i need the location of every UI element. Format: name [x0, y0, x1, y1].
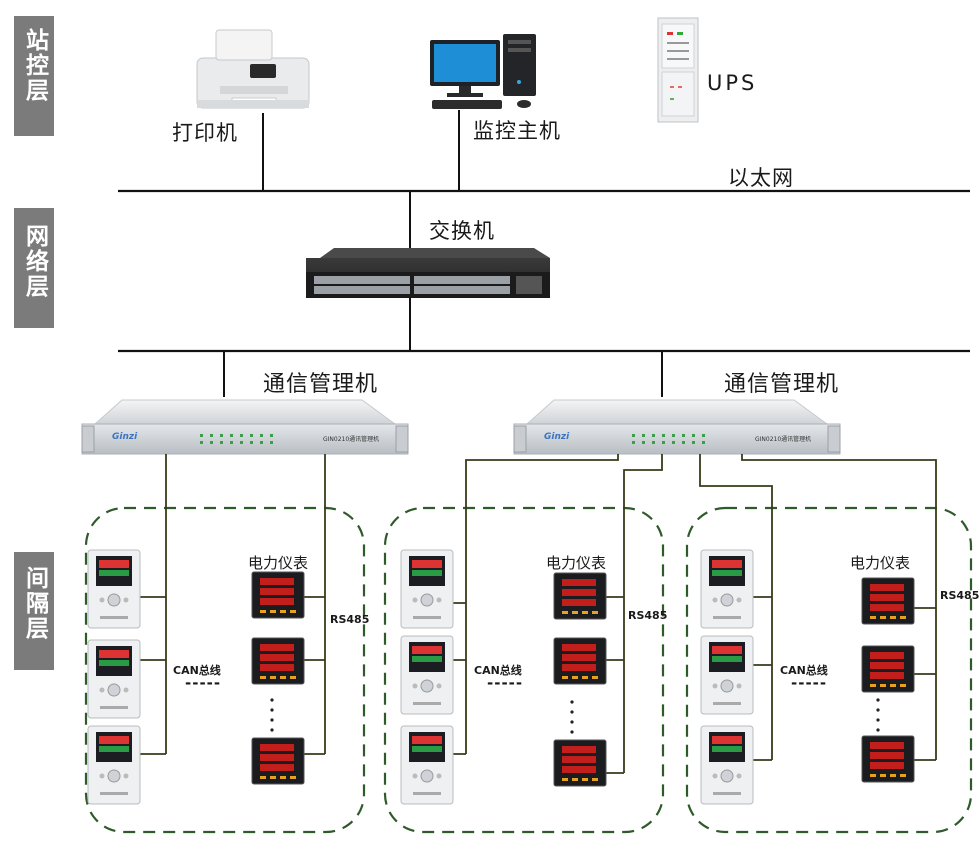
comm-manager-1-label: 通信管理机: [263, 372, 379, 397]
ethernet-label: 以太网: [728, 166, 794, 190]
bay-group-3-border: [685, 506, 973, 834]
ups-label: UPS: [707, 71, 758, 95]
comm-manager-1-icon: [81, 399, 409, 455]
comm-manager-1-model: GIN0210通讯管理机: [323, 436, 380, 443]
group-3-wiring: [699, 454, 937, 761]
protection-relay-icon: [87, 725, 141, 805]
power-meter-icon: [251, 571, 305, 619]
group-1-can-label: CAN总线: [173, 664, 221, 677]
monitor-host-icon: [430, 34, 536, 109]
group-1-wiring: [140, 454, 326, 755]
printer-label: 打印机: [172, 121, 238, 145]
monitor-host-label: 监控主机: [473, 119, 561, 143]
power-meter-icon: [553, 572, 607, 620]
protection-relay-icon: [400, 725, 454, 805]
group-3-rs485-label: RS485: [940, 589, 980, 602]
comm-manager-1-brand: Ginzi: [112, 432, 138, 442]
power-meter-icon: [251, 637, 305, 685]
group-1-meter-label: 电力仪表: [248, 554, 309, 572]
power-meter-icon: [861, 577, 915, 625]
comm-manager-2-model: GIN0210通讯管理机: [755, 436, 812, 443]
comm-manager-2-brand: Ginzi: [544, 432, 570, 442]
bay-group-2-border: [383, 506, 665, 834]
layer-tag-station: 站控层: [14, 16, 54, 136]
group-2-can-dashes: -----: [487, 674, 524, 692]
group-3-meter-label: 电力仪表: [850, 554, 911, 572]
group-3-can-dashes: -----: [791, 674, 828, 692]
protection-relay-icon: [87, 639, 141, 719]
layer-tag-network: 网络层: [14, 208, 54, 328]
power-meter-icon: [861, 735, 915, 783]
layer-tag-network-label: 网络层: [21, 224, 48, 299]
group-1-rs485-label: RS485: [330, 613, 370, 626]
group-1-can-dashes: -----: [185, 674, 222, 692]
protection-relay-icon: [400, 635, 454, 715]
protection-relay-icon: [700, 725, 754, 805]
group-2-wiring: [448, 454, 663, 774]
group-2-rs485-label: RS485: [628, 609, 668, 622]
layer-tag-bay-label: 间隔层: [21, 566, 48, 641]
group-3-can-label: CAN总线: [780, 664, 828, 677]
meter-ellipsis-3: [876, 698, 880, 732]
group-2-can-label: CAN总线: [474, 664, 522, 677]
group-2-meter-label: 电力仪表: [546, 554, 607, 572]
switch-label: 交换机: [429, 219, 495, 243]
layer-tag-station-label: 站控层: [21, 28, 48, 103]
layer-tag-bay: 间隔层: [14, 552, 54, 670]
protection-relay-icon: [400, 549, 454, 629]
printer-icon: [196, 29, 310, 109]
meter-ellipsis-2: [570, 700, 574, 734]
protection-relay-icon: [700, 635, 754, 715]
meter-ellipsis-1: [270, 698, 274, 732]
ups-cabinet-icon: [657, 17, 699, 123]
bay-group-1-border: [84, 506, 366, 834]
comm-manager-2-label: 通信管理机: [724, 372, 840, 397]
protection-relay-icon: [87, 549, 141, 629]
power-meter-icon: [861, 645, 915, 693]
power-meter-icon: [553, 637, 607, 685]
comm-manager-2-icon: [513, 399, 841, 455]
power-meter-icon: [251, 737, 305, 785]
switch-icon: [306, 248, 550, 298]
power-meter-icon: [553, 739, 607, 787]
protection-relay-icon: [700, 549, 754, 629]
switch-port-row: [314, 276, 510, 294]
